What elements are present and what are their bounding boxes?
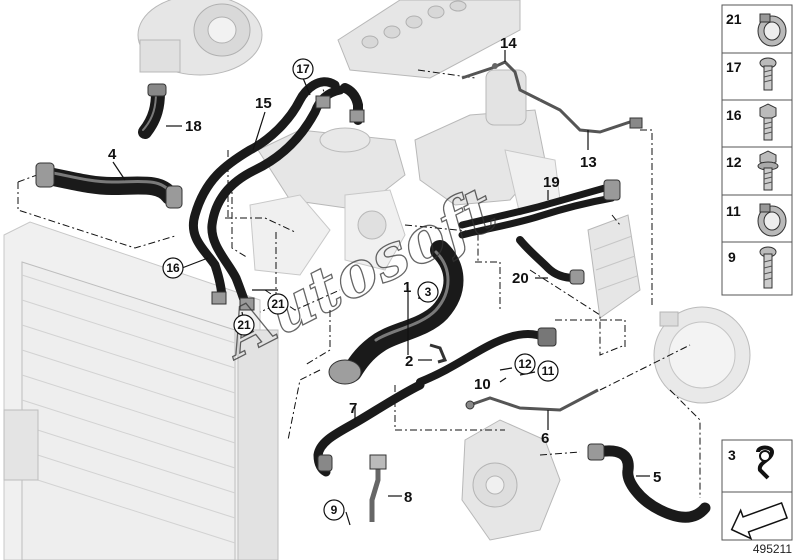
svg-text:19: 19 (543, 174, 560, 191)
panel-item-16[interactable]: 16 (726, 103, 777, 141)
svg-text:16: 16 (726, 107, 742, 123)
callout-18[interactable]: 18 (185, 118, 202, 135)
callout-21-upper[interactable]: 21 (267, 293, 289, 315)
callout-5[interactable]: 5 (653, 469, 661, 486)
svg-text:21: 21 (726, 11, 742, 27)
svg-text:12: 12 (726, 154, 742, 170)
svg-text:21: 21 (237, 318, 251, 332)
turbocharger (137, 0, 263, 76)
hose-4 (35, 162, 183, 209)
pipe-6 (465, 388, 599, 412)
clip-panel: 3 (721, 439, 793, 541)
hex-bolt-short-icon (759, 57, 777, 91)
panel-item-21[interactable]: 21 (726, 11, 787, 47)
svg-text:11: 11 (726, 203, 741, 219)
svg-text:10: 10 (474, 376, 491, 393)
water-pump (461, 419, 561, 541)
pipe-8 (369, 454, 387, 522)
oil-cooler (587, 214, 641, 319)
svg-text:8: 8 (404, 489, 412, 506)
callout-21-lower[interactable]: 21 (233, 314, 255, 336)
socket-bolt-icon (759, 246, 777, 289)
thermostat-housing (344, 189, 406, 271)
svg-text:1: 1 (403, 279, 411, 296)
callout-17[interactable]: 17 (292, 58, 314, 80)
callout-14[interactable]: 14 (500, 35, 517, 52)
svg-text:6: 6 (541, 430, 549, 447)
oil-filter-housing (414, 69, 561, 216)
clamp-ring-icon (757, 13, 787, 47)
callout-6[interactable]: 6 (541, 430, 549, 447)
panel-item-12[interactable]: 12 (726, 150, 779, 191)
direction-arrow-icon (730, 501, 789, 540)
callout-8[interactable]: 8 (404, 489, 412, 506)
panel-item-9[interactable]: 9 (728, 246, 777, 289)
panel-item-11[interactable]: 11 (726, 203, 787, 237)
callout-9[interactable]: 9 (323, 499, 345, 521)
svg-text:2: 2 (405, 353, 413, 370)
svg-text:9: 9 (728, 249, 736, 265)
hose-18 (138, 83, 167, 139)
svg-text:18: 18 (185, 118, 202, 135)
callout-3[interactable]: 3 (417, 281, 439, 303)
svg-text:13: 13 (580, 154, 597, 171)
callout-7[interactable]: 7 (349, 400, 357, 417)
callout-1[interactable]: 1 (403, 279, 411, 296)
callout-20[interactable]: 20 (512, 270, 529, 287)
hose-7 (313, 380, 425, 477)
panel-item-17[interactable]: 17 (726, 57, 777, 91)
callout-4[interactable]: 4 (108, 146, 117, 163)
radiator (3, 221, 279, 560)
callout-10[interactable]: 10 (474, 376, 491, 393)
panel-item-3[interactable]: 3 (728, 445, 775, 480)
pipe-10-12 (416, 327, 557, 386)
pipe-14 (461, 60, 541, 102)
svg-text:21: 21 (271, 297, 285, 311)
callout-19[interactable]: 19 (543, 174, 560, 191)
svg-text:9: 9 (331, 503, 338, 517)
svg-text:7: 7 (349, 400, 357, 417)
hose-20 (516, 236, 585, 285)
hex-bolt-icon (759, 103, 777, 141)
callout-2[interactable]: 2 (405, 353, 413, 370)
svg-text:11: 11 (542, 364, 555, 378)
cylinder-head (337, 0, 521, 79)
svg-text:15: 15 (255, 95, 272, 112)
pipe-15-16 (188, 77, 365, 311)
svg-text:17: 17 (726, 59, 742, 75)
diagram-id: 495211 (753, 542, 792, 556)
callout-11[interactable]: 11 (537, 360, 559, 382)
svg-text:3: 3 (728, 447, 736, 463)
hose-1-3 (328, 240, 464, 385)
pipe-13 (539, 98, 643, 134)
svg-text:16: 16 (166, 261, 180, 275)
svg-text:17: 17 (296, 62, 310, 76)
svg-text:5: 5 (653, 469, 661, 486)
callout-13[interactable]: 13 (580, 154, 597, 171)
small-parts-panel: 21 17 16 12 (721, 4, 793, 296)
svg-text:12: 12 (518, 357, 532, 371)
expansion-tank (653, 306, 751, 404)
callout-15[interactable]: 15 (255, 95, 272, 112)
callout-16[interactable]: 16 (162, 257, 184, 279)
svg-text:3: 3 (425, 285, 432, 299)
clamp-ring-icon (757, 203, 787, 237)
svg-text:14: 14 (500, 35, 517, 52)
callout-12[interactable]: 12 (514, 353, 536, 375)
clip-2 (429, 343, 448, 364)
svg-text:20: 20 (512, 270, 529, 287)
hose-5 (587, 443, 711, 523)
hex-bolt-flange-icon (757, 150, 779, 191)
spring-clip-icon (756, 445, 775, 480)
svg-text:4: 4 (108, 146, 117, 163)
hose-19 (458, 179, 621, 239)
